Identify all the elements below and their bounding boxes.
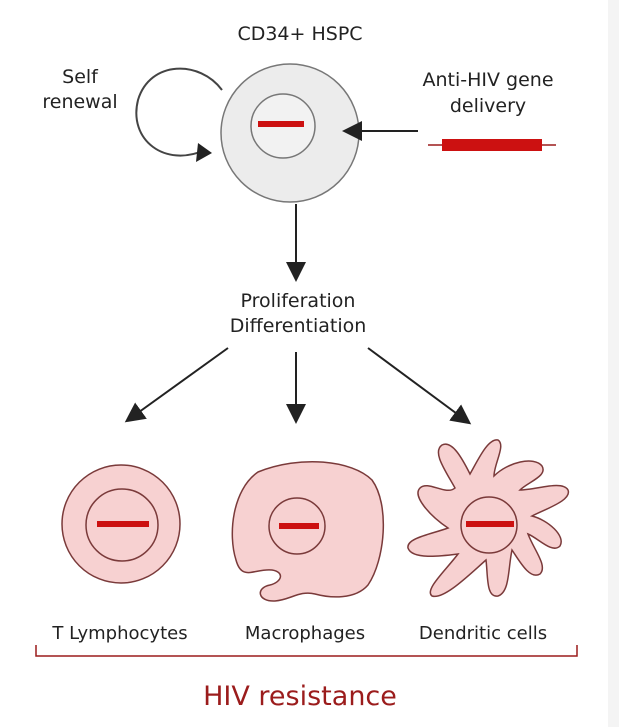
dendritic-cell	[407, 439, 570, 598]
outcome-bracket	[35, 645, 578, 657]
gene-vector-insert	[442, 139, 542, 151]
hiv-resistance-label: HIV resistance	[203, 681, 397, 712]
gene-delivery-label-line2: delivery	[450, 95, 526, 117]
process-label-line2: Differentiation	[230, 315, 367, 337]
t-lymphocytes-label: T Lymphocytes	[51, 623, 187, 644]
t-lymphocyte-cell	[61, 464, 181, 584]
dendritic-cells-label: Dendritic cells	[419, 623, 547, 644]
side-strip	[608, 0, 619, 727]
gene-delivery-label-line1: Anti-HIV gene	[422, 69, 553, 91]
self-renewal-arrowhead	[196, 143, 212, 162]
self-renewal-arrow	[135, 67, 223, 157]
arrow-to-dendritic-cells	[367, 347, 472, 425]
macrophages-label: Macrophages	[245, 623, 365, 644]
self-renewal-label-line1: Self	[62, 66, 99, 88]
stem-cell-gene	[258, 121, 304, 127]
hspc-label: CD34+ HSPC	[237, 23, 362, 45]
arrow-to-t-lymphocytes	[124, 347, 229, 423]
self-renewal-label-line2: renewal	[42, 91, 117, 113]
macrophage-cell	[231, 460, 385, 602]
process-label-line1: Proliferation	[241, 290, 356, 312]
